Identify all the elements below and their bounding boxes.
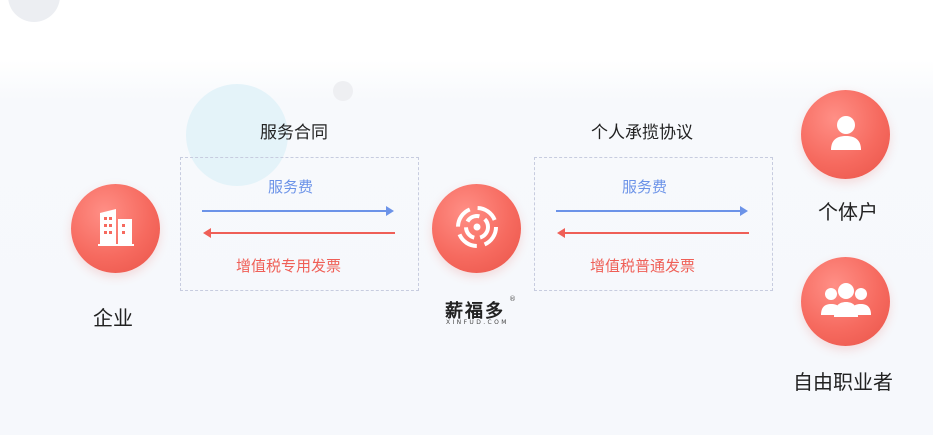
left-forward-label: 服务费 (268, 178, 314, 196)
right-forward-label: 服务费 (622, 178, 668, 196)
enterprise-node (71, 184, 160, 273)
left-forward-arrow (202, 206, 394, 216)
individual-business-node (801, 90, 890, 179)
group-icon (819, 277, 873, 327)
left-contract-title: 服务合同 (260, 123, 328, 143)
decorative-circle (186, 84, 288, 186)
building-icon (94, 205, 138, 253)
right-flow-box (534, 157, 773, 291)
left-flow-box (180, 157, 419, 291)
right-backward-label: 增值税普通发票 (590, 257, 696, 275)
swirl-logo-icon (452, 202, 502, 256)
freelancer-node (801, 257, 890, 346)
left-backward-arrow (203, 228, 395, 238)
brand-name: 薪福多 (445, 301, 505, 322)
enterprise-label: 企业 (93, 306, 133, 330)
left-backward-label: 增值税专用发票 (236, 257, 342, 275)
freelancer-label: 自由职业者 (793, 370, 893, 394)
person-icon (823, 110, 869, 160)
right-backward-arrow (557, 228, 749, 238)
right-forward-arrow (556, 206, 748, 216)
decorative-circle (333, 81, 353, 101)
individual-business-label: 个体户 (818, 200, 878, 224)
platform-node (432, 184, 521, 273)
brand-url: XINFUD.COM (446, 319, 509, 326)
registered-mark: ® (509, 295, 516, 303)
decorative-circle (8, 0, 60, 22)
right-contract-title: 个人承揽协议 (591, 123, 693, 143)
